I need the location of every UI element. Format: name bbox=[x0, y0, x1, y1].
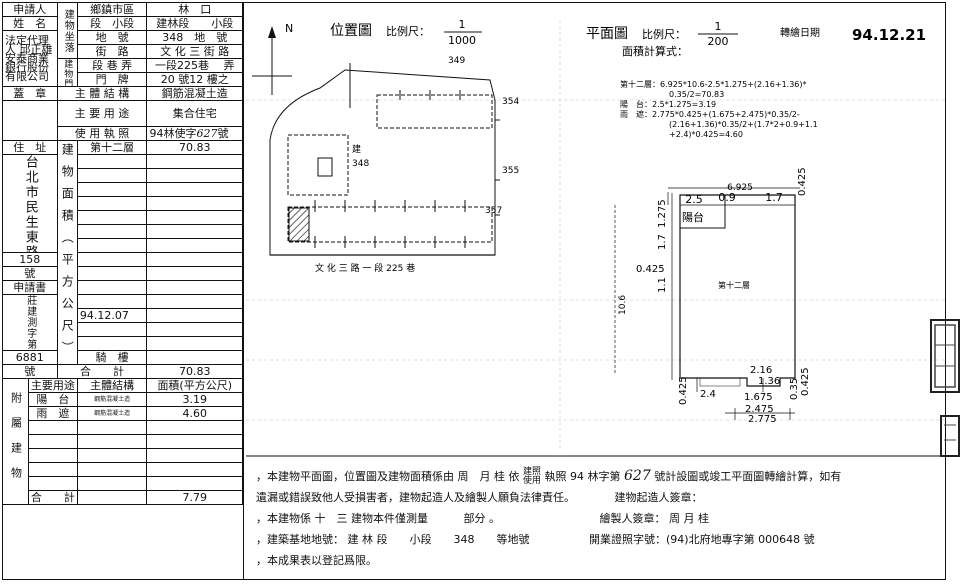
dim-216: 2.16 bbox=[750, 365, 772, 376]
dim-0425d: 0.425 bbox=[800, 367, 811, 396]
road-label: 文 化 三 路 一 段 225 巷 bbox=[315, 262, 415, 274]
dim-09: 0.9 bbox=[718, 191, 736, 204]
balcony-label: 陽台 bbox=[682, 210, 704, 224]
calc-line-4: (2.16+1.36)*0.35/2+(1.7*2+0.9+1.1 bbox=[669, 120, 818, 129]
permit-hand: 627 bbox=[196, 126, 218, 140]
dim-17a: 1.7 bbox=[765, 191, 783, 204]
note-permit-hand: 627 bbox=[624, 468, 651, 484]
site-outline bbox=[269, 69, 496, 256]
drafter-name: 周 月 桂 bbox=[669, 512, 709, 525]
dim-0425b: 0.425 bbox=[636, 264, 665, 275]
owner-sig: 建物起造人簽章： bbox=[614, 491, 703, 504]
dim-0425a: 0.425 bbox=[797, 167, 808, 196]
calc-line-1: 0.35/2=70.83 bbox=[669, 90, 724, 99]
floor-scale-num: 1 bbox=[715, 20, 722, 33]
left-info-table: 申請人 建物坐落 鄉鎮市區 林 口 姓 名 段 小段 建林段 小段 法定代理人 … bbox=[2, 2, 244, 580]
location-scale-den: 1000 bbox=[448, 34, 476, 47]
dim-17b: 1.7 bbox=[657, 234, 668, 250]
lot-354: 354 bbox=[502, 97, 519, 107]
north-arrow-icon bbox=[252, 26, 292, 95]
building-area-label: 建物面積（平方公尺） bbox=[56, 140, 78, 365]
note-line-4: ，建築基地地號： 建 林 段 小段 348 等地號 開業證照字號：(94)北府地… bbox=[256, 533, 815, 546]
dim-2775: 2.775 bbox=[748, 414, 777, 425]
bldg-loc-label: 建物坐落 bbox=[56, 2, 78, 59]
floor-scale-label: 比例尺： bbox=[642, 27, 686, 41]
address-value: 台北市民生東路三段 bbox=[2, 154, 58, 253]
dim-106: 10.6 bbox=[618, 295, 628, 315]
lot-349: 349 bbox=[448, 56, 465, 66]
dim-1675: 1.675 bbox=[744, 392, 773, 403]
annex-label: 附屬建物 bbox=[2, 378, 29, 505]
location-scale-num: 1 bbox=[459, 18, 466, 31]
applicant-name: 法定代理人 邱正雄 安泰商業銀行股份有限公司 bbox=[2, 30, 58, 87]
seal-stamp bbox=[930, 319, 960, 457]
seal-area bbox=[2, 100, 58, 141]
note-line-5: ，本成果表以登記爲限。 bbox=[256, 554, 377, 567]
annex-total-value: 7.79 bbox=[146, 490, 243, 505]
note-line-3: ，本建物係 十 三 建物本件僅測量 部分 。 繪製人簽章： 周 月 桂 bbox=[256, 512, 709, 525]
building-footprints bbox=[287, 94, 493, 243]
bldg-lot: 348 bbox=[352, 159, 369, 169]
dim-0425c: 0.425 bbox=[678, 376, 689, 405]
calc-title: 面積計算式： bbox=[622, 44, 688, 58]
app-word: 莊建測字第 bbox=[2, 294, 58, 351]
building-info-table: 申請人 建物坐落 鄉鎮市區 林 口 姓 名 段 小段 建林段 小段 法定代理人 … bbox=[2, 2, 243, 505]
dim-2475: 2.475 bbox=[745, 404, 774, 415]
north-label: N bbox=[285, 22, 293, 35]
use-label: 主 要 用 途 bbox=[56, 100, 148, 127]
dim-11: 1.1 bbox=[657, 277, 668, 293]
transfer-label: 轉繪日期 bbox=[780, 26, 820, 39]
license-no: 開業證照字號：(94)北府地專字第 000648 號 bbox=[589, 533, 815, 546]
transfer-date: 94.12.21 bbox=[852, 26, 926, 44]
dim-035: 0.35 bbox=[789, 378, 800, 400]
floor-plan-floor-label: 第十二層 bbox=[718, 280, 750, 290]
lot-355: 355 bbox=[502, 166, 519, 176]
calc-line-3: 雨 遮：2.775*0.425+(1.675+2.475)*0.35/2- bbox=[620, 109, 800, 119]
permit-cell: 94林使字627號 bbox=[146, 126, 243, 141]
drafter-sig: 繪製人簽章： bbox=[599, 512, 666, 525]
note-line-1: ，本建物平面圖，位置圖及建物面積係由 周 月 桂 依 建照使用 執照 94 林字… bbox=[256, 467, 842, 486]
lot-357: 357 bbox=[485, 206, 502, 216]
use-value: 集合住宅 bbox=[146, 100, 243, 127]
building-details bbox=[314, 90, 466, 248]
subject-unit-hatch bbox=[288, 207, 310, 242]
note-line-2: 遺漏或錯誤致他人受損害者，建物起造人及繪製人願負法律責任。 建物起造人簽章： bbox=[256, 491, 703, 504]
dim-24: 2.4 bbox=[700, 389, 716, 400]
annex-total-label: 合 計 bbox=[27, 490, 78, 505]
calc-line-2: 陽 台：2.5*1.275=3.19 bbox=[620, 99, 716, 109]
dim-136: 1.36 bbox=[758, 376, 780, 387]
calc-line-0: 第十二層：6.925*10.6-2.5*1.275+(2.16+1.36)* bbox=[620, 79, 807, 89]
calc-line-5: +2.4)*0.425=4.60 bbox=[669, 130, 743, 139]
guide-lines bbox=[246, 20, 946, 452]
notes-block: ，本建物平面圖，位置圖及建物面積係由 周 月 桂 依 建照使用 執照 94 林字… bbox=[256, 466, 841, 571]
bldg-label: 建 bbox=[352, 143, 361, 155]
floor-plan-title: 平面圖 bbox=[586, 26, 628, 42]
location-map-title: 位置圖 bbox=[330, 23, 372, 39]
dim-1275: 1.275 bbox=[657, 199, 668, 228]
floor-scale-den: 200 bbox=[708, 35, 729, 48]
permit-value: 94林使字 bbox=[149, 126, 197, 140]
floor-plan-dims bbox=[614, 187, 800, 420]
dim-25: 2.5 bbox=[685, 193, 703, 206]
dim-6925: 6.925 bbox=[727, 183, 753, 193]
location-scale-label: 比例尺： bbox=[386, 24, 430, 38]
permit-suffix: 號 bbox=[217, 126, 229, 140]
